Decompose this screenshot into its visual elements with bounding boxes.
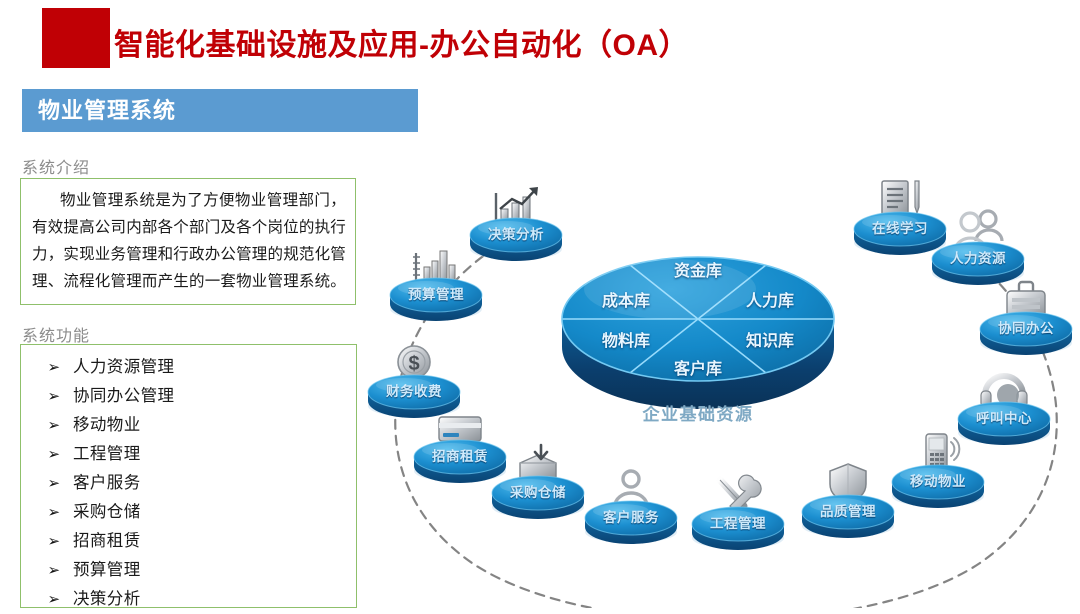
diagram-node-预算管理[interactable]: 预算管理: [388, 250, 484, 323]
diagram-node-客户服务[interactable]: 客户服务: [583, 469, 679, 546]
briefcase-icon: [998, 277, 1054, 321]
arrow-bullet-icon: ➢: [47, 417, 61, 434]
function-list-item-label: 客户服务: [73, 474, 141, 492]
cylinder-segment-label-3: 物料库: [601, 333, 650, 350]
function-list-item: ➢ 移动物业: [37, 411, 337, 440]
diagram-node-财务收费[interactable]: $财务收费: [366, 345, 462, 420]
function-list-item: ➢ 客户服务: [37, 469, 337, 498]
function-list-item-label: 决策分析: [73, 590, 141, 608]
node-disc: [388, 275, 484, 321]
section-subtitle-bar: 物业管理系统: [22, 89, 418, 132]
function-list-item: ➢ 人力资源管理: [37, 353, 337, 382]
diagram-node-决策分析[interactable]: 决策分析: [468, 187, 564, 263]
diagram-node-移动物业[interactable]: 移动物业: [890, 433, 986, 510]
node-disc: [978, 309, 1074, 355]
diagram-node-协同办公[interactable]: 协同办公: [978, 280, 1074, 357]
intro-section-label: 系统介绍: [22, 160, 91, 177]
inbox-download-icon: [510, 441, 566, 485]
node-disc: [412, 437, 508, 483]
intro-box: 物业管理系统是为了方便物业管理部门，有效提高公司内部各个部门及各个岗位的执行力，…: [20, 178, 356, 305]
node-disc: [956, 399, 1052, 445]
function-list-item-label: 采购仓储: [73, 503, 141, 521]
function-list-item: ➢ 预算管理: [37, 556, 337, 585]
diagram-node-在线学习[interactable]: 在线学习: [852, 180, 948, 257]
arrow-bullet-icon: ➢: [47, 475, 61, 492]
cylinder-segment-label-2: 人力库: [745, 293, 794, 310]
function-list-item-label: 协同办公管理: [73, 387, 175, 405]
oa-ecosystem-diagram: 资金库 成本库 人力库 物料库 知识库 客户库 企业基础资源 决策分析预算管理 $…: [366, 155, 1080, 608]
node-disc: [468, 215, 564, 261]
arrow-bullet-icon: ➢: [47, 562, 61, 579]
functions-box: ➢人力资源管理➢协同办公管理➢移动物业➢工程管理➢客户服务➢采购仓储➢招商租赁➢…: [20, 344, 357, 608]
functions-list: ➢人力资源管理➢协同办公管理➢移动物业➢工程管理➢客户服务➢采购仓储➢招商租赁➢…: [37, 353, 337, 614]
function-list-item-label: 招商租赁: [73, 532, 141, 550]
diagram-node-呼叫中心[interactable]: 呼叫中心: [956, 373, 1052, 447]
mobile-phone-icon: [910, 430, 966, 474]
node-disc: [366, 372, 462, 418]
arrow-bullet-icon: ➢: [47, 504, 61, 521]
document-pen-icon: [872, 177, 928, 221]
diagram-node-采购仓储[interactable]: 采购仓储: [490, 443, 586, 521]
bar-chart-icon: [408, 243, 464, 287]
section-subtitle-label: 物业管理系统: [38, 98, 177, 123]
function-list-item: ➢ 工程管理: [37, 440, 337, 469]
arrow-bullet-icon: ➢: [47, 388, 61, 405]
arrow-bullet-icon: ➢: [47, 533, 61, 550]
person-icon: [603, 466, 659, 510]
arrow-bullet-icon: ➢: [47, 359, 61, 376]
function-list-item-label: 移动物业: [73, 416, 141, 434]
credit-card-icon: [432, 405, 488, 449]
function-list-item: ➢ 采购仓储: [37, 498, 337, 527]
node-disc: [800, 492, 896, 538]
cylinder-segment-label-4: 知识库: [745, 333, 794, 350]
arrow-bullet-icon: ➢: [47, 591, 61, 608]
diagram-node-工程管理[interactable]: 工程管理: [690, 474, 786, 552]
function-list-item-label: 工程管理: [73, 445, 141, 463]
function-list-item: ➢ 决策分析: [37, 585, 337, 614]
diagram-caption: 企业基础资源: [642, 405, 754, 424]
node-disc: [852, 209, 948, 255]
page-title: 智能化基础设施及应用-办公自动化（OA）: [114, 29, 689, 62]
function-list-item-label: 预算管理: [73, 561, 141, 579]
node-disc: [930, 239, 1026, 285]
node-disc: [890, 462, 986, 508]
node-disc: [583, 498, 679, 544]
svg-text:$: $: [408, 353, 419, 375]
dollar-coin-icon: $: [386, 340, 442, 384]
diagram-node-品质管理[interactable]: 品质管理: [800, 463, 896, 540]
function-list-item: ➢ 协同办公管理: [37, 382, 337, 411]
cylinder-segment-label-0: 资金库: [673, 263, 722, 280]
function-list-item-label: 人力资源管理: [73, 358, 175, 376]
intro-paragraph: 物业管理系统是为了方便物业管理部门，有效提高公司内部各个部门及各个岗位的执行力，…: [32, 192, 347, 290]
cylinder-segment-label-1: 成本库: [601, 293, 650, 310]
central-data-cylinder: 资金库 成本库 人力库 物料库 知识库 客户库: [558, 227, 838, 412]
cylinder-segment-label-5: 客户库: [673, 361, 722, 378]
functions-section-label: 系统功能: [22, 328, 91, 345]
function-list-item: ➢ 招商租赁: [37, 527, 337, 556]
arrow-bullet-icon: ➢: [47, 446, 61, 463]
header-accent-block: [42, 8, 110, 68]
node-disc: [490, 473, 586, 519]
node-disc: [690, 504, 786, 550]
wrench-screwdriver-icon: [710, 472, 766, 516]
